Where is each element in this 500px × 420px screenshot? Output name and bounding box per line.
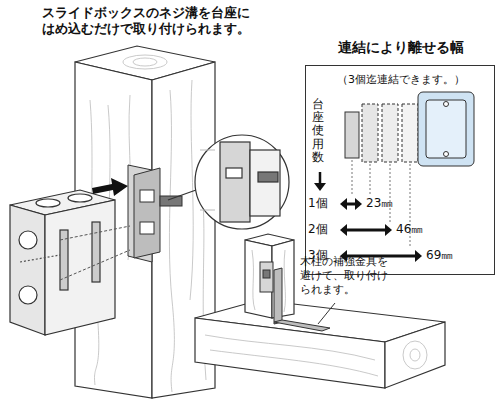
beam	[195, 300, 445, 388]
dimension: 69㎜	[426, 248, 453, 263]
instruction-note: スライドボックスのネジ溝を台座に はめ込むだけで取り付けられます。	[42, 5, 274, 38]
slide-box	[10, 190, 115, 335]
count-label: 1個	[308, 196, 328, 211]
down-arrow	[314, 172, 326, 191]
mounting-base	[128, 165, 182, 262]
leader-line	[318, 303, 335, 324]
placement-note: 木柱の補強金具を 避けて、取り付け られます。	[300, 255, 402, 296]
guide-line	[60, 250, 130, 280]
short-post	[245, 234, 294, 318]
panel-note: （3個迄連結できます。）	[337, 72, 465, 87]
guide-line	[60, 226, 130, 240]
detail-circle	[168, 135, 289, 229]
panel-heading: 連結により離せる幅	[338, 39, 464, 57]
insert-arrow	[92, 178, 128, 196]
dimension: 46㎜	[396, 222, 423, 237]
linked-bases	[345, 92, 474, 248]
panel-box: 連結により離せる幅（3個迄連結できます。）	[305, 65, 495, 275]
count-label: 2個	[308, 222, 328, 237]
base-count-heading: 台座使用数	[312, 98, 324, 164]
dimension: 23㎜	[366, 196, 393, 211]
wooden-post	[75, 46, 215, 398]
